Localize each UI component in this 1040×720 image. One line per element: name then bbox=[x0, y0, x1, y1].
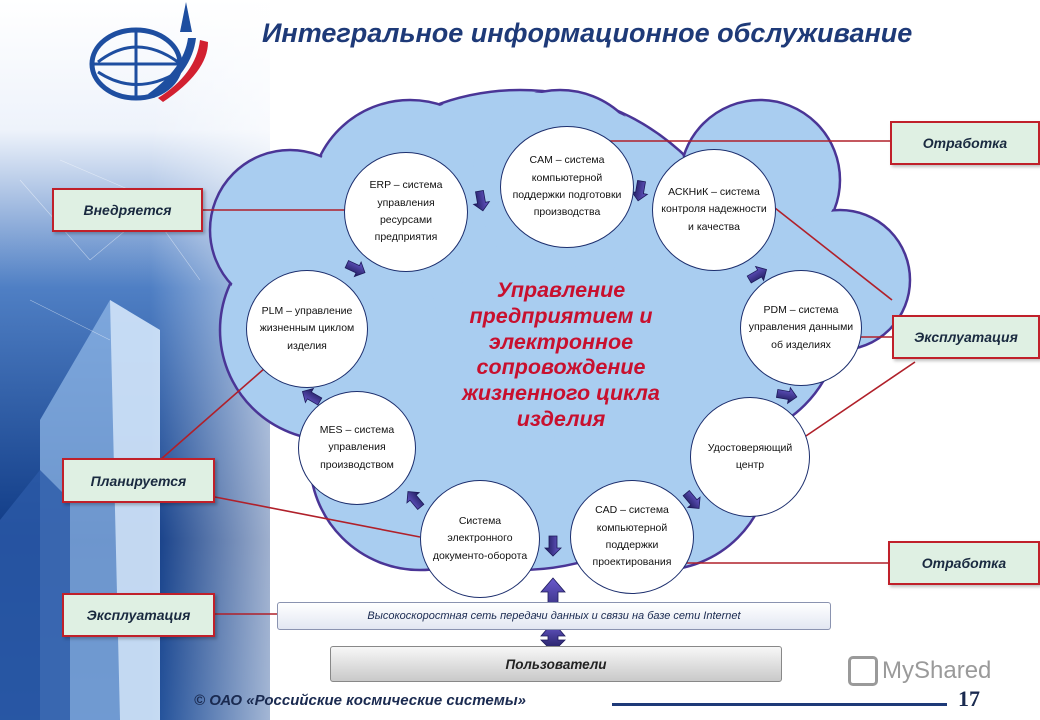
label-otrabotka-bottom: Отработка bbox=[888, 541, 1040, 585]
label-planiruetsya: Планируется bbox=[62, 458, 215, 503]
cycle-arrows bbox=[301, 179, 798, 557]
label-ekspluatatsiya-right: Эксплуатация bbox=[892, 315, 1040, 359]
network-bar: Высокоскоростная сеть передачи данных и … bbox=[277, 602, 831, 630]
users-bar: Пользователи bbox=[330, 646, 782, 682]
page-title: Интегральное информационное обслуживание bbox=[262, 18, 913, 48]
watermark: MyShared bbox=[848, 656, 991, 686]
system-circle-plm: PLM – управление жизненным циклом издели… bbox=[246, 270, 368, 388]
page-number: 17 bbox=[958, 686, 980, 711]
system-circle-cam: CAM – система компьютерной поддержки под… bbox=[500, 126, 634, 248]
label-ekspluatatsiya-left: Эксплуатация bbox=[62, 593, 215, 637]
system-circle-mes: MES – система управления производством bbox=[298, 391, 416, 505]
connector-lines bbox=[159, 140, 916, 615]
footer-divider bbox=[612, 703, 947, 706]
system-circle-edo: Система электронного документо-оборота bbox=[420, 480, 540, 598]
system-circle-cad: CAD – система компьютерной поддержки про… bbox=[570, 480, 694, 594]
center-text: Управление предприятием и электронное со… bbox=[462, 278, 660, 431]
system-circle-pdm: PDM – система управления данными об изде… bbox=[740, 270, 862, 386]
footer-copyright: © ОАО «Российские космические системы» bbox=[194, 692, 527, 709]
company-logo bbox=[89, 2, 208, 102]
presentation-icon bbox=[848, 656, 878, 686]
label-otrabotka-top: Отработка bbox=[890, 121, 1040, 165]
label-vnedryaetsya: Внедряется bbox=[52, 188, 203, 232]
system-circle-erp: ERP – система управления ресурсами предп… bbox=[344, 152, 468, 272]
system-circle-askniк: АСКНиК – система контроля надежности и к… bbox=[652, 149, 776, 271]
system-circle-uc: Удостоверяющий центр bbox=[690, 397, 810, 517]
watermark-text: MyShared bbox=[882, 657, 992, 684]
